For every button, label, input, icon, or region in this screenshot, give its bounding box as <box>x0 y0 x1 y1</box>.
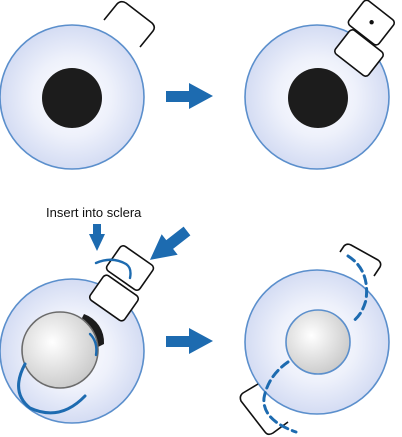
pupil-2 <box>288 68 348 128</box>
device-1 <box>103 0 156 48</box>
implant-3 <box>21 311 99 389</box>
arrow-down-small <box>89 224 105 251</box>
device-3b <box>88 274 140 322</box>
dashed-suture-4b <box>262 360 298 434</box>
panel-4 <box>239 243 390 436</box>
device-4b <box>239 383 289 436</box>
insert-into-sclera-label: Insert into sclera <box>46 205 142 220</box>
arrow-right-2 <box>166 328 213 354</box>
panel-1 <box>0 0 156 170</box>
marker-dot-2 <box>369 20 374 25</box>
arrow-right-1 <box>166 83 213 109</box>
device-4a <box>339 243 382 277</box>
implant-4 <box>285 309 351 375</box>
panel-3 <box>0 224 155 424</box>
panel-2 <box>244 0 396 170</box>
dashed-suture-4 <box>346 254 369 324</box>
suture-3b <box>88 332 98 357</box>
needle-suture-3 <box>94 258 132 280</box>
pupil-1 <box>42 68 102 128</box>
arrow-down-left <box>149 226 191 260</box>
device-2b <box>334 29 384 77</box>
suture-3 <box>17 362 87 415</box>
